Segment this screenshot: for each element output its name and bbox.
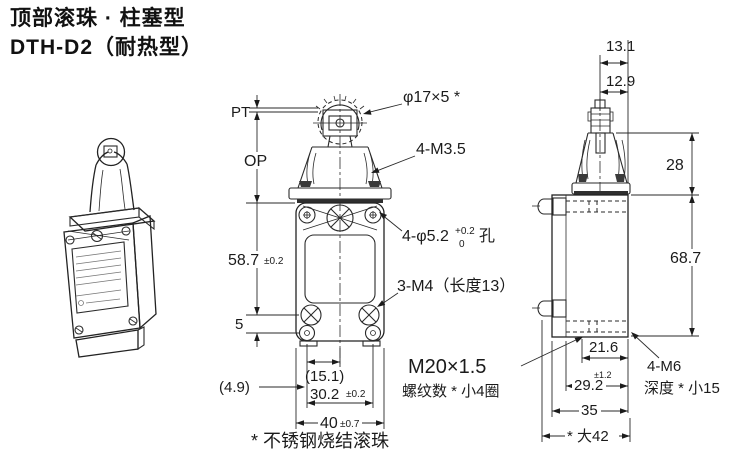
callout-terminal-screws: 3-M4（长度13） (397, 277, 515, 295)
callout-side-holes: 4-M6 (647, 358, 681, 375)
dim-max-depth: * 大42 (567, 428, 609, 445)
callout-hole-tol-upper: +0.2 (455, 226, 475, 237)
callout-ball-spec: φ17×5 * (403, 89, 460, 106)
dim-op-label: OP (244, 153, 267, 170)
callout-conduit-note: 螺纹数 * 小4圈 (402, 383, 500, 400)
callout-hole-suffix: 孔 (479, 227, 495, 245)
dim-hole-pitch-tolerance: ±0.2 (346, 389, 366, 400)
dim-height-value: 58.7 (228, 252, 259, 269)
page-title-line1: 顶部滚珠 · 柱塞型 (10, 7, 186, 30)
dim-hole-depth: 29.2 (574, 377, 603, 394)
callout-side-holes-note: 深度 * 小15 (644, 380, 720, 397)
front-view-drawing (288, 94, 392, 366)
dim-head-height: 28 (666, 157, 684, 174)
page-title: 顶部滚珠 · 柱塞型 DTH-D2（耐热型） (10, 4, 203, 62)
dim-hole-inset: 21.6 (589, 339, 618, 356)
product-illustration (63, 137, 157, 358)
dim-plunger-width: 12.9 (606, 73, 635, 90)
dim-hole-depth-tolerance: ±1.2 (594, 370, 611, 380)
dim-body-depth: 35 (581, 402, 598, 419)
front-view-dimensions: PT OP 58.7 ±0.2 5 (15.1 (219, 89, 515, 451)
dim-pt-label: PT (231, 104, 250, 121)
dim-body-width: 40 (320, 415, 338, 432)
page-title-line2: DTH-D2（耐热型） (10, 36, 203, 59)
dim-hole-pitch: 30.2 (310, 386, 339, 403)
callout-hole-spec: 4-φ5.2 (402, 228, 449, 245)
side-view-dimensions: 13.1 12.9 28 68.7 (402, 38, 720, 445)
dim-head-width: 13.1 (606, 38, 635, 55)
side-view-drawing (532, 98, 631, 338)
dim-body-height: 68.7 (670, 250, 701, 267)
callout-conduit-spec: M20×1.5 (408, 356, 486, 378)
footnote-ball-material: * 不锈钢烧结滚珠 (251, 431, 389, 451)
dim-base-offset: 5 (235, 316, 243, 333)
dim-body-width-tolerance: ±0.7 (340, 419, 360, 430)
dim-inner-width: (15.1) (305, 368, 344, 385)
dim-edge-gap: (4.9) (219, 379, 250, 396)
callout-hole-tol-lower: 0 (459, 239, 465, 250)
dim-height-tolerance: ±0.2 (264, 256, 284, 267)
callout-mounting-screws: 4-M3.5 (416, 141, 466, 158)
